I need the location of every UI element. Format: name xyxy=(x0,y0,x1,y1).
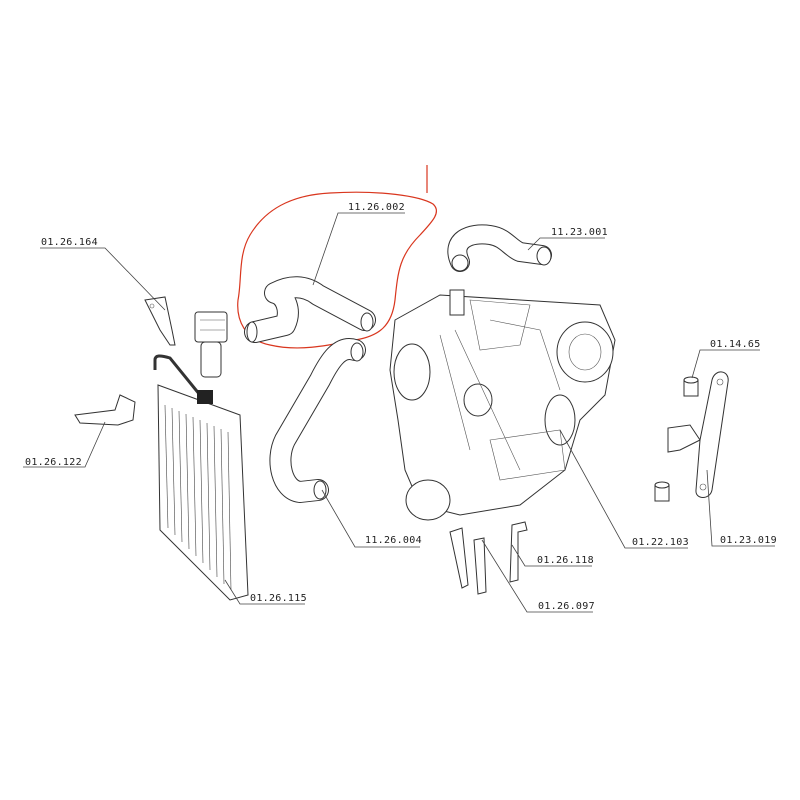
label-01-22-103: 01.22.103 xyxy=(559,429,689,549)
bracket-01-26-164[interactable] xyxy=(144,296,176,346)
label-11-26-004: 11.26.004 xyxy=(321,489,422,548)
label-11-23-001: 11.23.001 xyxy=(527,227,608,251)
svg-text:01.26.097: 01.26.097 xyxy=(538,601,595,612)
label-01-26-097: 01.26.097 xyxy=(481,539,595,613)
label-11-26-002: 11.26.002 xyxy=(312,202,405,286)
label-01-23-019: 01.23.019 xyxy=(706,469,777,547)
bracket-01-26-097[interactable] xyxy=(449,527,487,595)
label-01-26-118: 01.26.118 xyxy=(511,544,594,567)
label-01-26-115: 01.26.115 xyxy=(224,579,307,605)
label-01-26-122: 01.26.122 xyxy=(23,421,106,468)
label-01-26-164: 01.26.164 xyxy=(40,237,166,311)
svg-text:01.22.103: 01.22.103 xyxy=(632,537,689,548)
hose-11-26-004[interactable] xyxy=(269,338,366,503)
radiator-01-26-115[interactable] xyxy=(153,354,249,601)
svg-text:11.23.001: 11.23.001 xyxy=(551,227,608,238)
svg-text:01.23.019: 01.23.019 xyxy=(720,535,777,546)
svg-text:01.26.115: 01.26.115 xyxy=(250,593,307,604)
highlight-annotation xyxy=(237,165,438,349)
bracket-01-26-118[interactable] xyxy=(509,521,528,583)
hose-11-26-002[interactable] xyxy=(244,276,376,343)
label-01-14-65: 01.14.65 xyxy=(691,339,761,379)
engine-01-22-103[interactable] xyxy=(389,289,616,521)
hose-11-23-001[interactable] xyxy=(447,224,552,272)
svg-text:11.26.002: 11.26.002 xyxy=(348,202,405,213)
svg-text:11.26.004: 11.26.004 xyxy=(365,535,422,546)
fuel-filter xyxy=(194,311,228,378)
svg-text:01.14.65: 01.14.65 xyxy=(710,339,761,350)
svg-text:01.26.164: 01.26.164 xyxy=(41,237,98,248)
bushing-01-14-65[interactable] xyxy=(654,376,699,502)
svg-text:01.26.122: 01.26.122 xyxy=(25,457,82,468)
svg-text:01.26.118: 01.26.118 xyxy=(537,555,594,566)
bracket-01-26-122[interactable] xyxy=(74,394,136,426)
